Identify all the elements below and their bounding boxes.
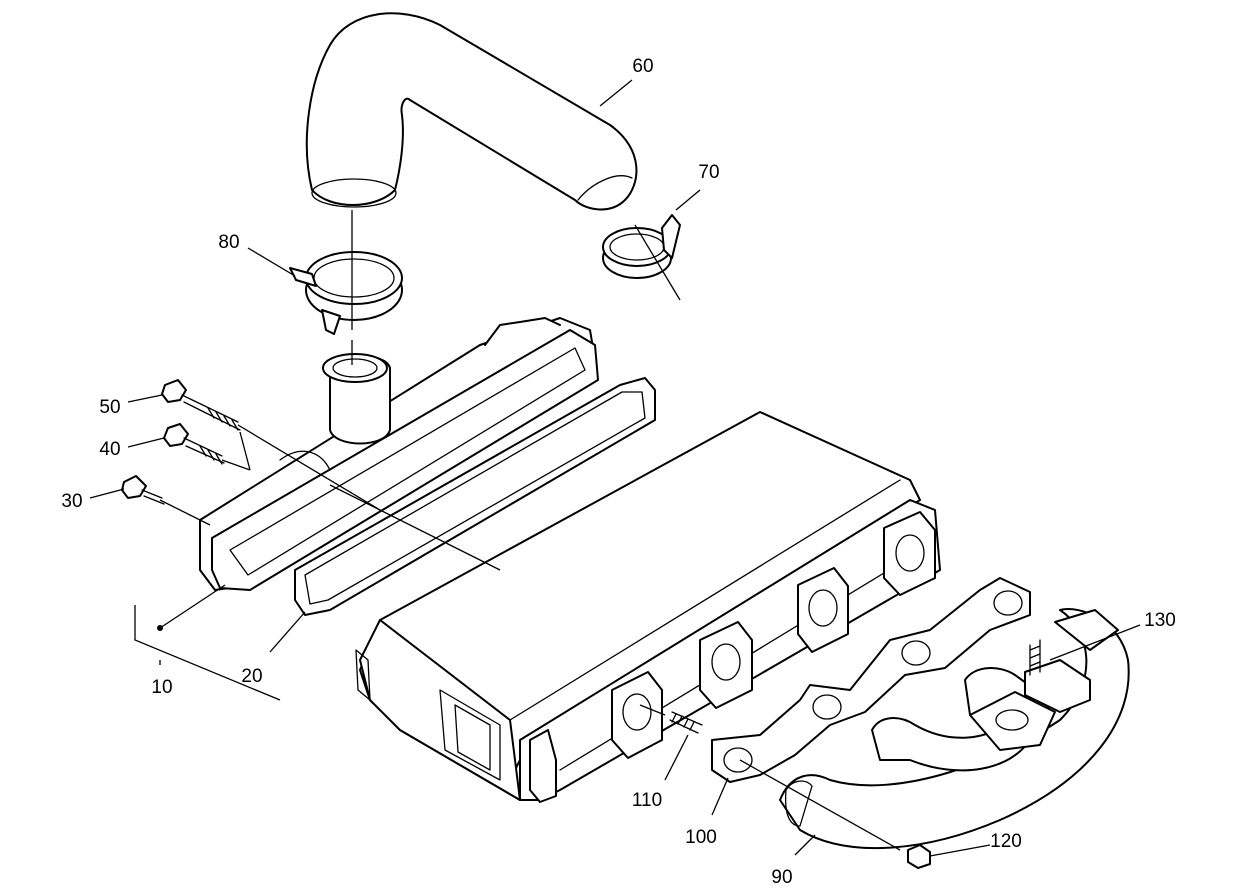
callout-90: 90 (771, 867, 792, 888)
callout-110: 110 (632, 790, 662, 811)
callout-120: 120 (990, 831, 1022, 852)
bolt-part-40 (163, 423, 225, 465)
reference-dot (157, 625, 163, 631)
callout-100: 100 (685, 827, 717, 848)
exhaust-gasket-part-100 (711, 577, 1031, 783)
stud-part-130 (1029, 639, 1041, 676)
clamp-part-70 (602, 214, 681, 279)
callout-60: 60 (632, 56, 653, 77)
cylinder-head-block (355, 411, 941, 803)
hose-part-60 (305, 12, 638, 211)
exhaust-manifold-part-90 (779, 608, 1130, 850)
gasket-part-20 (294, 377, 656, 616)
bolt-part-50 (161, 379, 241, 431)
stud-part-110 (669, 711, 703, 734)
clamp-part-80 (289, 251, 403, 335)
callout-80: 80 (218, 232, 239, 253)
callout-labels: 60 70 80 50 40 30 10 20 110 100 90 120 1… (61, 56, 1175, 888)
callout-10: 10 (151, 677, 172, 698)
nut-part-120 (907, 844, 931, 869)
callout-40: 40 (99, 439, 120, 460)
callout-20: 20 (241, 666, 262, 687)
callout-30: 30 (61, 491, 82, 512)
callout-70: 70 (698, 162, 719, 183)
leader-lines (89, 79, 1141, 857)
callout-130: 130 (1144, 610, 1176, 631)
callout-50: 50 (99, 397, 120, 418)
bolt-part-30 (121, 475, 165, 505)
intake-manifold-part-10 (199, 317, 599, 591)
